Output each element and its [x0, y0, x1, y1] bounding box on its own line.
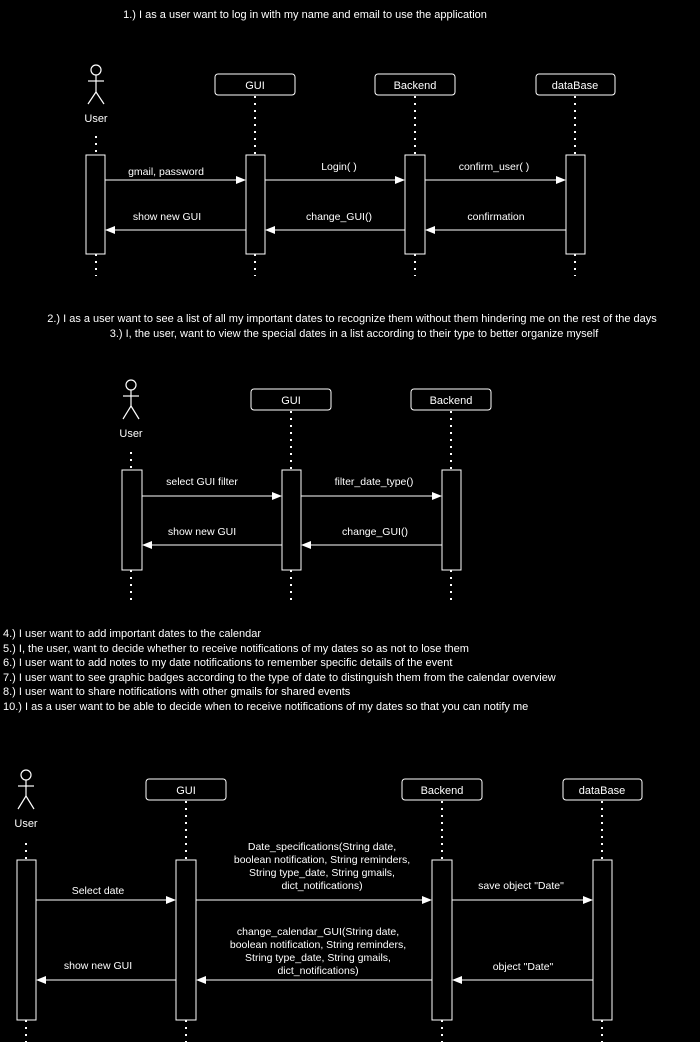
participant-database: dataBase: [535, 73, 616, 96]
message-label: Date_specifications(String date,: [248, 841, 396, 853]
message-label: boolean notification, String reminders,: [230, 939, 406, 951]
message-label: dict_notifications): [281, 880, 362, 892]
participant-gui: GUI: [214, 73, 296, 96]
message-label: confirmation: [467, 211, 524, 223]
message-arrows: [142, 492, 442, 549]
participant-label: Backend: [421, 785, 464, 797]
message-label: show new GUI: [133, 211, 201, 223]
message-label: Select date: [72, 885, 125, 897]
lifelines: [25, 801, 603, 1042]
activation-bars: [121, 469, 462, 571]
message-label: show new GUI: [168, 526, 236, 538]
actor-label: User: [14, 818, 38, 830]
participant-label: GUI: [245, 80, 265, 92]
participant-label: GUI: [176, 785, 196, 797]
actor-user-icon: [17, 769, 35, 810]
story-item: 6.) I user want to add notes to my date …: [3, 657, 452, 669]
message-label: show new GUI: [64, 960, 132, 972]
message-label: boolean notification, String reminders,: [234, 854, 410, 866]
participant-label: dataBase: [579, 785, 625, 797]
story-item: 5.) I, the user, want to decide whether …: [3, 643, 469, 655]
message-label: change_calendar_GUI(String date,: [237, 926, 399, 938]
user-stories-list: 4.) I user want to add important dates t…: [3, 628, 556, 713]
participant-backend: Backend: [410, 388, 492, 411]
participant-database: dataBase: [562, 778, 643, 801]
participant-gui: GUI: [145, 778, 227, 801]
message-label: confirm_user( ): [459, 161, 530, 173]
message-arrows: [36, 896, 593, 984]
story-item: 8.) I user want to share notifications w…: [3, 686, 351, 698]
actor-label: User: [84, 113, 108, 125]
participant-label: Backend: [394, 80, 437, 92]
message-label: String type_date, String gmails,: [249, 867, 395, 879]
story-item: 4.) I user want to add important dates t…: [3, 628, 261, 640]
message-label: filter_date_type(): [335, 476, 414, 488]
lifelines: [130, 411, 452, 603]
message-label: dict_notifications): [277, 965, 358, 977]
message-arrows: [105, 176, 566, 234]
participant-gui: GUI: [250, 388, 332, 411]
participant-label: dataBase: [552, 80, 598, 92]
message-label: String type_date, String gmails,: [245, 952, 391, 964]
activation-bars: [85, 154, 586, 255]
diagram-1: 1.) I as a user want to log in with my n…: [84, 9, 616, 276]
participant-label: GUI: [281, 395, 301, 407]
message-label: select GUI filter: [166, 476, 238, 488]
diagram-2-title-line-2: 3.) I, the user, want to view the specia…: [110, 328, 599, 340]
participant-backend: Backend: [401, 778, 483, 801]
message-label: change_GUI(): [306, 211, 372, 223]
message-label-bg: [224, 924, 420, 978]
lifelines: [95, 96, 576, 276]
message-label: change_GUI(): [342, 526, 408, 538]
diagram-2-title-line-1: 2.) I as a user want to see a list of al…: [47, 313, 657, 325]
message-label: Login( ): [321, 161, 357, 173]
story-item: 7.) I user want to see graphic badges ac…: [3, 672, 556, 684]
diagram-2: 2.) I as a user want to see a list of al…: [47, 313, 657, 603]
actor-user-icon: [122, 379, 140, 420]
story-item: 10.) I as a user want to be able to deci…: [3, 701, 528, 713]
message-label-bg: [228, 840, 416, 894]
actor-label: User: [119, 428, 143, 440]
message-label: gmail, password: [128, 166, 204, 178]
diagram-1-title: 1.) I as a user want to log in with my n…: [123, 9, 487, 21]
participant-label: Backend: [430, 395, 473, 407]
activation-bars: [16, 859, 613, 1021]
participant-backend: Backend: [374, 73, 456, 96]
message-label: object "Date": [493, 961, 554, 973]
actor-user-icon: [87, 64, 105, 105]
diagram-3: User GUI Backend dataBase: [14, 769, 643, 1042]
message-label: save object "Date": [478, 880, 564, 892]
